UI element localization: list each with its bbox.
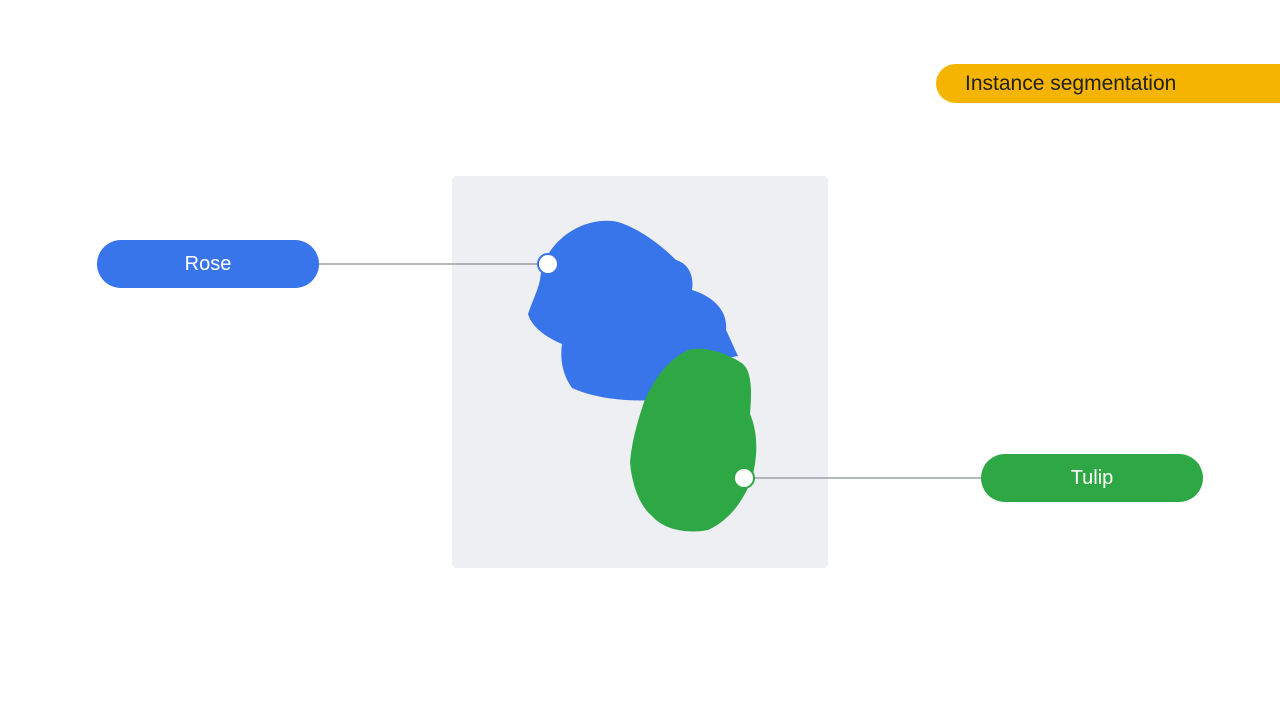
title-badge-label: Instance segmentation (965, 71, 1177, 95)
rose-label: Rose (184, 252, 232, 275)
image-panel (452, 176, 828, 568)
title-badge: Instance segmentation (936, 64, 1280, 103)
rose-label-pill: Rose (97, 240, 319, 288)
tulip-label-pill: Tulip (981, 454, 1203, 502)
tulip-label: Tulip (1070, 466, 1114, 489)
